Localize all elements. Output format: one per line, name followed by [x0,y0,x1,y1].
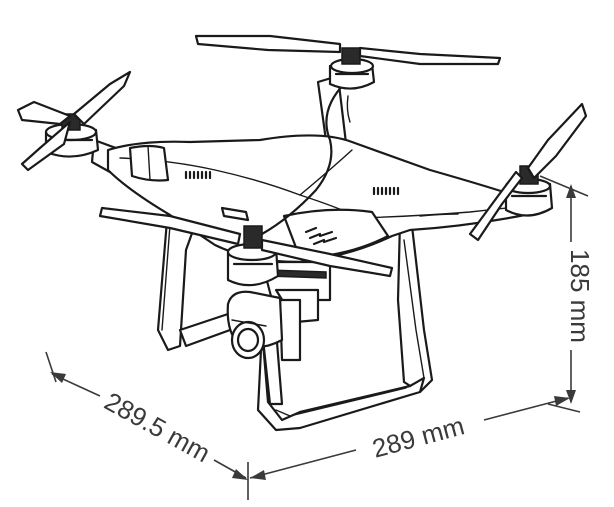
width-dimension-line-b [483,397,569,421]
height-arrowhead-top [566,184,576,198]
depth-arrowhead-end [232,469,248,480]
propeller-front-left [98,206,394,278]
dimension-height: 185 mm [539,175,595,404]
height-label: 185 mm [565,249,595,343]
width-label: 289 mm [369,410,467,463]
propeller-rear-left [16,70,132,172]
vent-grille-right [372,186,400,196]
dimension-depth: 289.5 mm [45,351,249,500]
depth-label: 289.5 mm [100,386,216,468]
width-arrowhead-start [250,470,266,480]
motor-front-left [226,225,280,287]
dimension-width: 289 mm [249,396,581,480]
depth-extension-line-start [45,351,57,383]
drone-illustration [16,34,588,432]
antenna-wire [260,80,348,236]
height-arrowhead-bottom [566,390,576,404]
vent-grille-left [184,170,212,180]
landing-gear [156,206,434,432]
depth-arrowhead-start [50,372,66,383]
width-extension-line [547,403,581,413]
propeller-rear-right [194,34,502,66]
width-arrowhead-end [554,396,570,406]
width-dimension-line-a [249,449,357,479]
propeller-front-right [468,102,588,242]
motor-rear-right [328,47,376,90]
height-extension-line-top [539,175,589,197]
